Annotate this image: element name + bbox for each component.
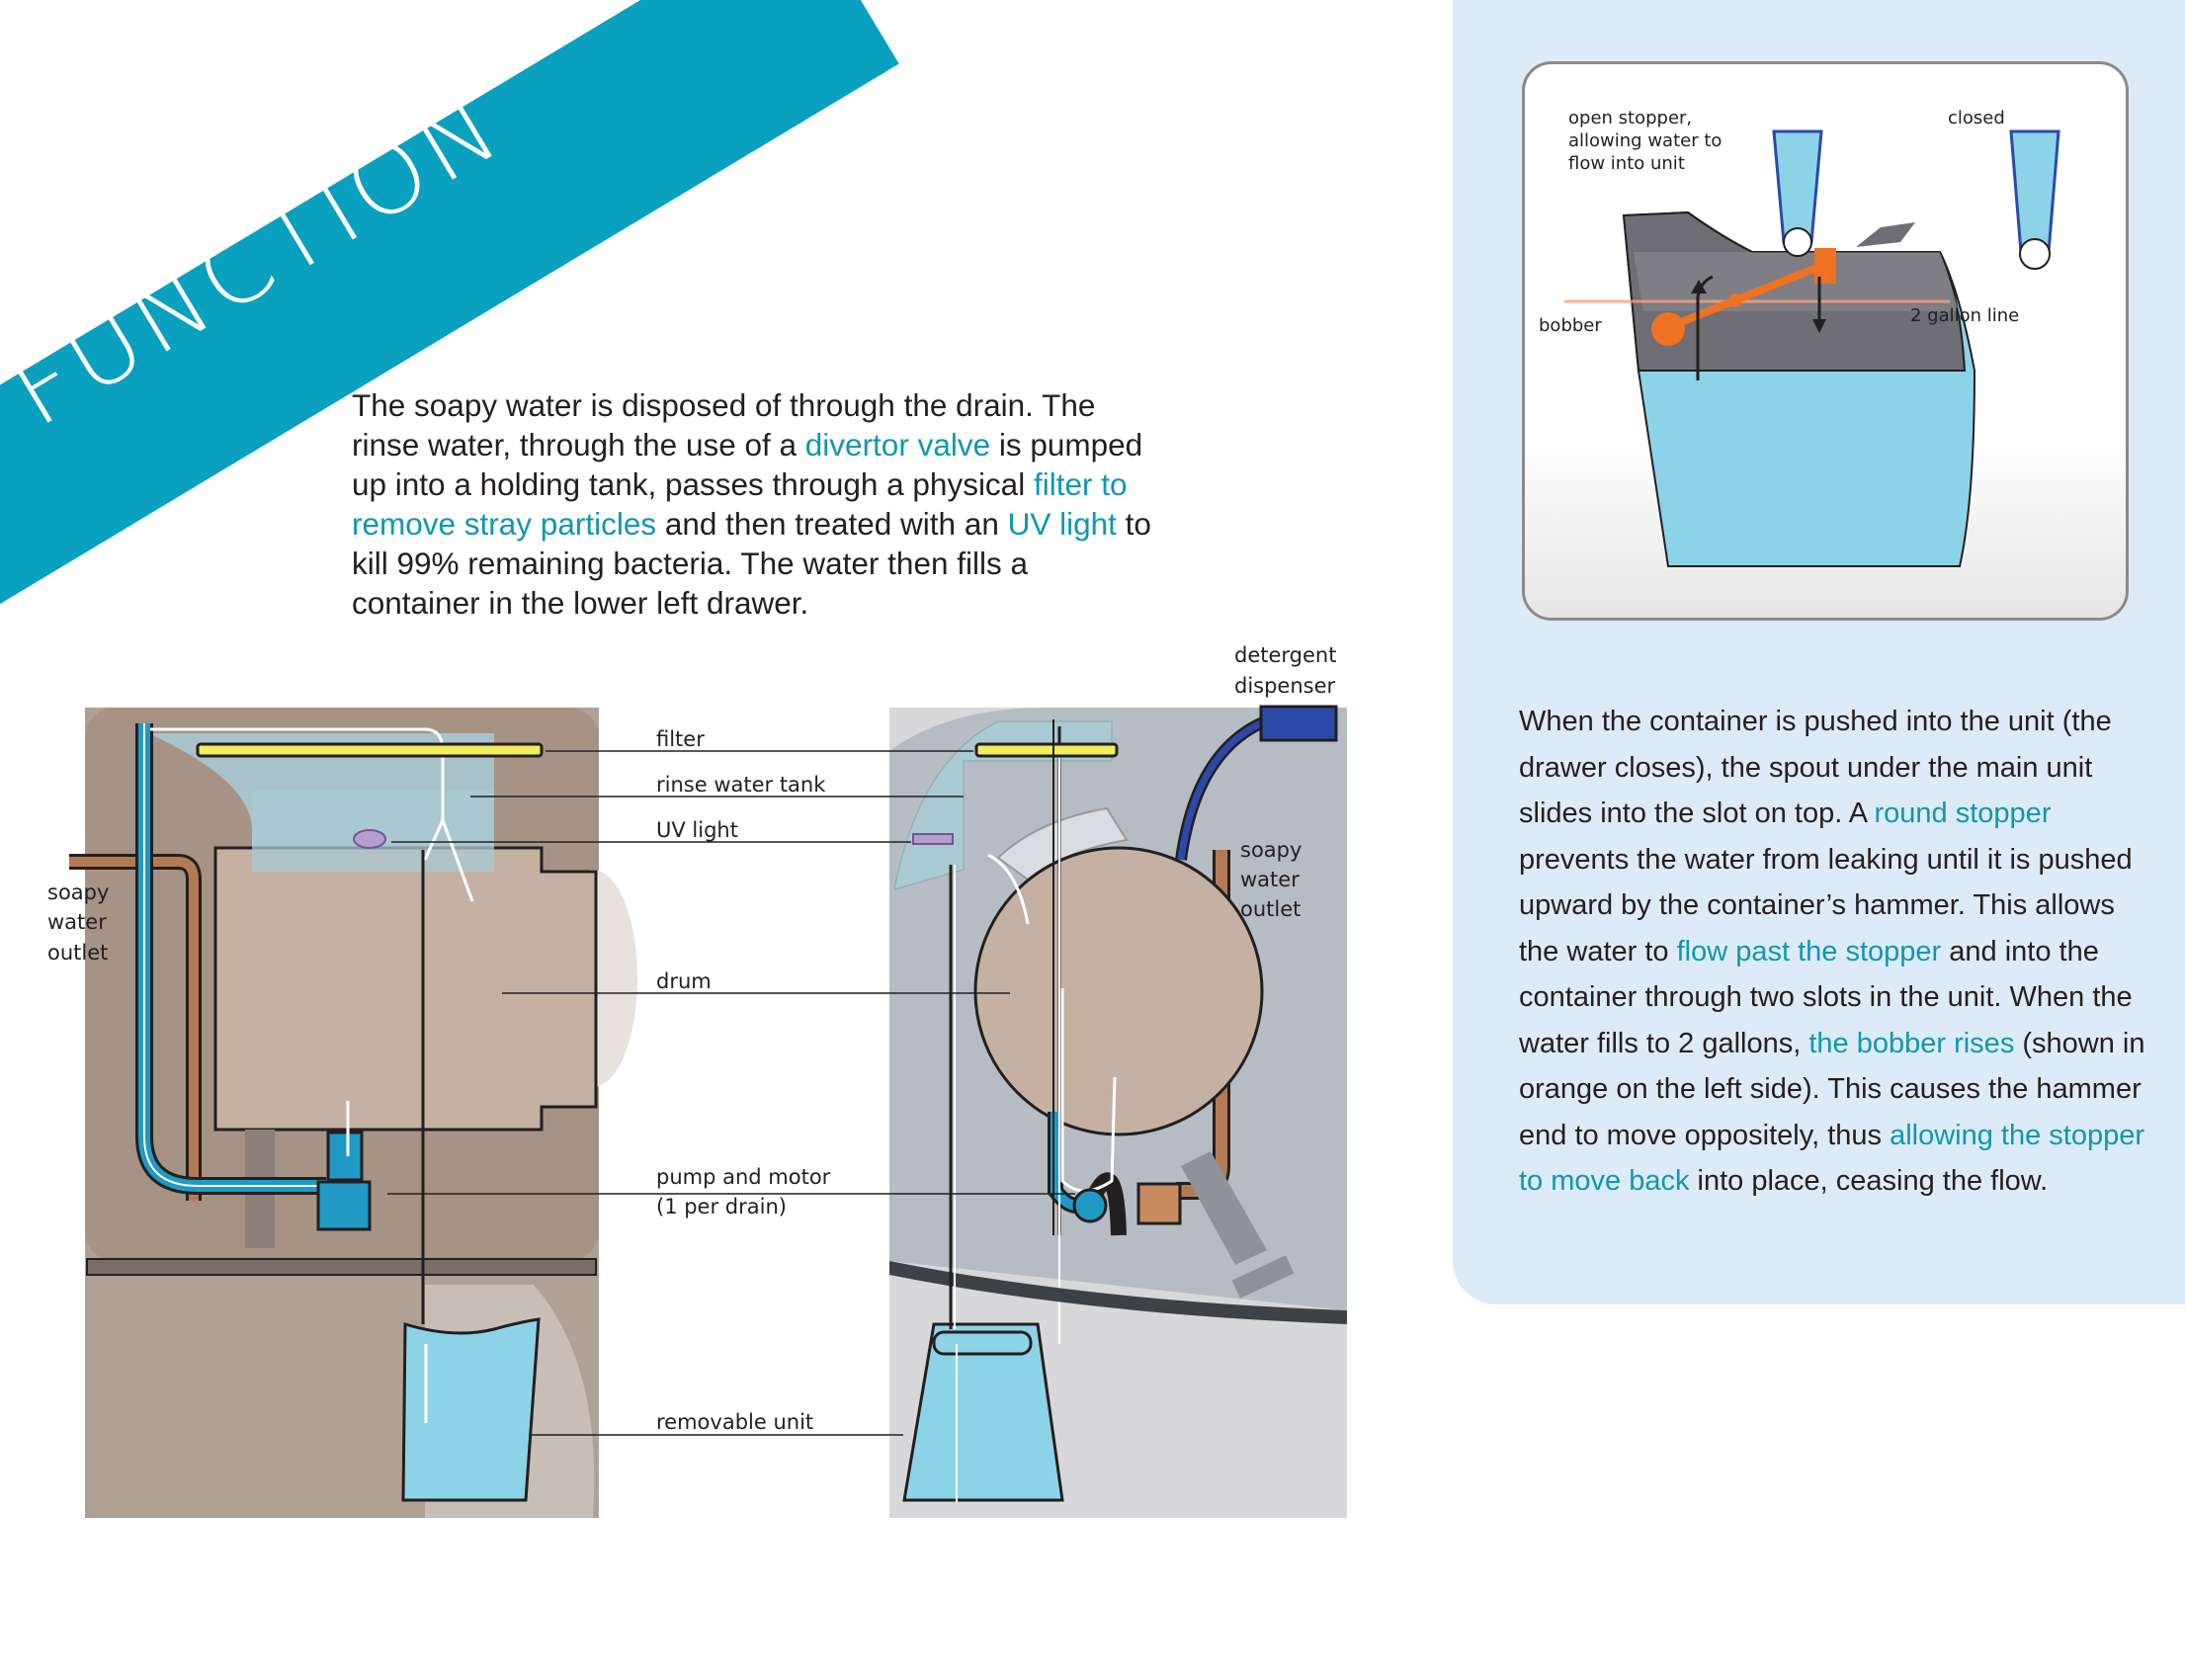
inset-pivot: [1728, 294, 1742, 307]
label-removable: removable unit: [656, 1410, 813, 1434]
left-drum: [213, 846, 598, 1132]
side-highlight-round-stopper: round stopper: [1874, 798, 2052, 829]
inset-container-lid-shade: [1634, 252, 1960, 311]
side-highlight-stopper-back: allowing the stopper to move back: [1519, 1119, 2145, 1198]
inset-bobber: [1651, 312, 1685, 346]
leader-lines: [387, 750, 1075, 1436]
left-soapy-outlet-pipe-fill: [69, 857, 199, 1201]
side-text-5: into place, ceasing the flow.: [1689, 1165, 2049, 1197]
inset-closed-stopper: [2019, 238, 2051, 270]
right-removable-handle: [932, 1330, 1033, 1356]
right-tank: [893, 720, 1113, 890]
inset-label-open-2: allowing water to: [1568, 130, 1722, 151]
label-detergent-2: dispenser: [1234, 674, 1336, 698]
side-paragraph: When the container is pushed into the un…: [1519, 699, 2151, 1205]
right-shelf: [889, 1261, 1347, 1324]
right-pump: [1072, 1188, 1108, 1223]
intro-text-4: to kill 99% remaining bacteria. The wate…: [352, 506, 1151, 621]
right-motor: [1136, 1182, 1182, 1225]
right-strut-foot: [1231, 1255, 1295, 1299]
right-detergent-dispenser: [1259, 705, 1338, 742]
label-soapy-left-2: water: [47, 910, 107, 934]
inset-open-stopper: [1783, 227, 1812, 257]
label-rinse-tank: rinse water tank: [656, 773, 826, 797]
inset-closed-spout: [2009, 129, 2060, 254]
intro-highlight-uv: UV light: [1007, 506, 1117, 542]
inset-label-closed: closed: [1948, 108, 2005, 128]
inset-label-open-3: flow into unit: [1568, 153, 1685, 174]
left-view: [69, 708, 637, 1518]
right-strut: [1181, 1151, 1267, 1265]
right-drum: [973, 846, 1264, 1136]
label-soapy-right-3: outlet: [1240, 897, 1301, 921]
stopper-inset-drawing: open stopper, allowing water to flow int…: [1525, 108, 2126, 618]
washer-diagram: filter rinse water tank UV light drum pu…: [47, 643, 1347, 1518]
left-uv-light: [353, 829, 386, 849]
intro-highlight-filter: filter to remove stray particles: [352, 466, 1128, 542]
left-filter: [196, 742, 544, 758]
intro-text-3: and then treated with an: [656, 506, 1008, 542]
label-filter: filter: [656, 727, 705, 751]
label-soapy-left-1: soapy: [47, 881, 109, 904]
intro-paragraph: The soapy water is disposed of through t…: [352, 385, 1162, 623]
inset-hammer-head: [1814, 248, 1836, 284]
label-soapy-left-3: outlet: [47, 941, 108, 965]
stopper-inset: open stopper, allowing water to flow int…: [1522, 61, 2129, 621]
left-motor: [316, 1180, 372, 1231]
inset-up-arrowhead: [1691, 280, 1707, 294]
right-divert-line: [987, 853, 1030, 925]
side-text-1: When the container is pushed into the un…: [1519, 706, 2112, 829]
left-rinse-pipe-line: [143, 723, 326, 1187]
side-text-3: and into the container through two slots…: [1519, 935, 2133, 1059]
left-pump: [326, 1131, 364, 1182]
side-highlight-bobber: the bobber rises: [1808, 1027, 2015, 1059]
right-view: [889, 705, 1347, 1518]
label-soapy-right-1: soapy: [1240, 838, 1302, 862]
inset-up-arrow: [1696, 275, 1714, 380]
inset-down-arrowhead: [1812, 319, 1826, 333]
right-filter: [974, 742, 1119, 758]
inset-label-gallon: 2 gallon line: [1910, 305, 2019, 326]
left-floor-bar: [86, 1258, 597, 1276]
left-removable-unit: [401, 1317, 541, 1502]
intro-text-1: The soapy water is disposed of through t…: [352, 387, 1096, 462]
intro-text-2: is pumped up into a holding tank, passes…: [352, 427, 1143, 502]
label-pump-2: (1 per drain): [656, 1195, 787, 1218]
side-text-2: prevents the water from leaking until it…: [1519, 843, 2133, 967]
label-pump-1: pump and motor: [656, 1165, 831, 1189]
intro-highlight-divertor: divertor valve: [804, 427, 991, 462]
label-soapy-right-2: water: [1240, 868, 1300, 891]
side-highlight-flow: flow past the stopper: [1676, 935, 1942, 967]
label-drum: drum: [656, 969, 712, 993]
right-removable-unit: [902, 1322, 1064, 1502]
right-uv-light: [912, 833, 954, 845]
inset-open-spout: [1772, 129, 1823, 244]
inset-label-bobber: bobber: [1539, 315, 1602, 336]
label-detergent-1: detergent: [1234, 643, 1336, 667]
label-uv-light: UV light: [656, 818, 738, 842]
inset-slot-plate: [1856, 222, 1915, 247]
inset-label-open-1: open stopper,: [1568, 108, 1692, 128]
side-text-4: (shown in orange on the left side). This…: [1519, 1027, 2145, 1151]
right-detergent-hose-fill: [1177, 717, 1267, 861]
